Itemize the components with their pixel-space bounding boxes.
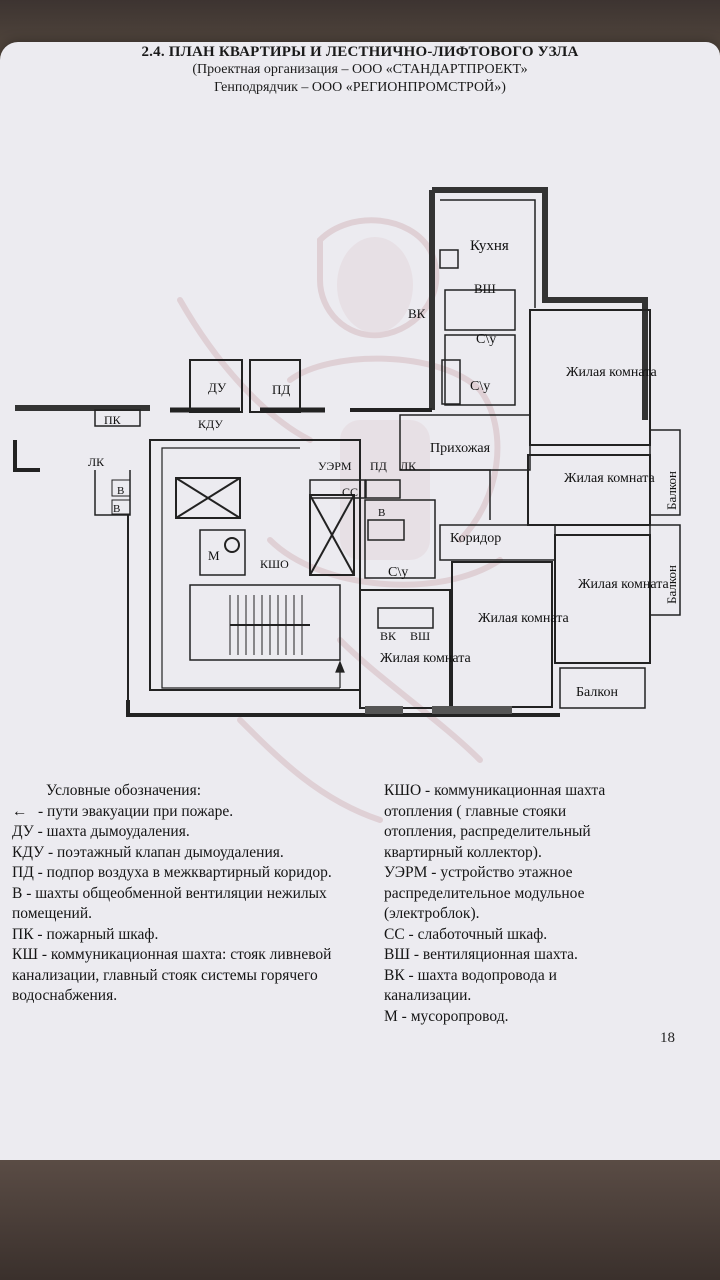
legend-item-vsh: ВШ - вентиляционная шахта. (384, 946, 578, 963)
label-su-2: С\у (470, 379, 490, 394)
page-title: 2.4. ПЛАН КВАРТИРЫ И ЛЕСТНИЧНО-ЛИФТОВОГО… (141, 44, 579, 60)
legend-item-uerm: УЭРМ - устройство этажное распределитель… (384, 864, 585, 922)
label-living-room-3: Жилая комната (578, 577, 669, 592)
label-living-room-1: Жилая комната (566, 365, 657, 380)
label-pd-1: ПД (272, 382, 290, 397)
label-living-room-4: Жилая комната (478, 611, 569, 626)
label-su-1: С\у (476, 332, 496, 347)
label-lk-left: ЛК (88, 455, 105, 469)
label-vk-bottom: ВК (380, 629, 397, 643)
evacuation-arrow-icon: ← (12, 802, 28, 820)
label-living-room-5: Жилая комната (380, 651, 471, 666)
label-lk-right: ЛК (400, 459, 417, 473)
legend-item-kdu: КДУ - поэтажный клапан дымоудаления. (12, 843, 284, 861)
legend-item-vk: ВК - шахта водопровода и канализации. (384, 966, 557, 1005)
label-v-3: В (378, 507, 385, 519)
legend-item-du: ДУ - шахта дымоудаления. (12, 823, 190, 840)
label-ksho: КШО (260, 557, 289, 571)
label-pd-2: ПД (370, 459, 387, 473)
legend-item-pd: ПД - подпор воздуха в межквартирный кори… (12, 864, 332, 881)
legend-item-v: В - шахты общеобменной вентиляции нежилы… (12, 884, 327, 923)
legend-item-pk: ПК - пожарный шкаф. (12, 925, 159, 943)
page-subtitle-contractor: Генподрядчик – ООО «РЕГИОНПРОМСТРОЙ») (214, 80, 506, 95)
background-bottom (0, 1160, 720, 1280)
label-balcony-2: Балкон (664, 565, 679, 604)
label-du: ДУ (208, 380, 227, 395)
label-balcony-3: Балкон (576, 685, 618, 700)
label-corridor: Коридор (450, 531, 501, 546)
label-vk-top: ВК (408, 306, 426, 321)
emblem-watermark (177, 217, 503, 823)
legend-item-ksh: КШ - коммуникационная шахта: стояк ливне… (12, 946, 332, 1004)
label-v-2: В (113, 503, 120, 515)
label-balcony-1: Балкон (664, 471, 679, 510)
label-kdu: КДУ (198, 417, 223, 431)
label-uerm: УЭРМ (318, 459, 352, 473)
label-living-room-2: Жилая комната (564, 471, 655, 486)
page-number: 18 (660, 1030, 675, 1046)
label-v-1: В (117, 485, 124, 497)
legend-item-evacuation: ←- пути эвакуации при пожаре. (12, 802, 342, 823)
floor-plan: Кухня ВШ ВК С\у С\у Жилая комната ДУ ПД … (13, 187, 681, 717)
label-su-3: С\у (388, 565, 408, 580)
legend-heading: Условные обозначения: (46, 782, 202, 799)
legend-item-cc: СС - слаботочный шкаф. (384, 925, 548, 943)
legend-left-column: Условные обозначения: ←- пути эвакуации … (12, 781, 342, 1007)
legend-right-column: КШО - коммуникационная шахта отопления (… (384, 781, 634, 1027)
label-m: М (208, 548, 220, 563)
legend-item-ksho: КШО - коммуникационная шахта отопления (… (384, 782, 606, 861)
label-hallway: Прихожая (430, 441, 491, 456)
label-vsh-top: ВШ (474, 281, 496, 296)
label-kitchen: Кухня (470, 238, 509, 254)
label-pk: ПК (104, 413, 122, 427)
legend-item-m: М - мусоропровод. (384, 1007, 509, 1025)
label-cc: СС (342, 485, 358, 499)
label-vsh-bottom: ВШ (410, 629, 430, 643)
page-subtitle-design-org: (Проектная организация – ООО «СТАНДАРТПР… (192, 62, 528, 77)
